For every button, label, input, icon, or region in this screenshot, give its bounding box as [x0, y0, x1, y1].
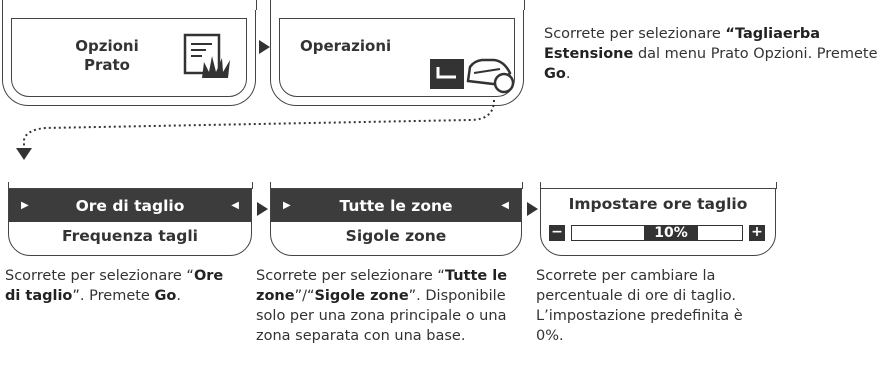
screen-opzioni-prato: Opzioni Prato	[1, 0, 257, 106]
selected-item[interactable]: ▶ Ore di taglio ◀	[9, 189, 251, 222]
percent-value: 10%	[654, 225, 688, 241]
percent-bar[interactable]: 10%	[571, 225, 743, 241]
desc-text: Scorrete per selezionare “	[5, 268, 194, 284]
selected-label: Ore di taglio	[75, 196, 185, 215]
selected-label: Tutte le zone	[339, 196, 453, 215]
other-item[interactable]: Frequenza tagli	[62, 227, 198, 245]
flow-arrow-2	[257, 202, 268, 216]
flow-arrow-3	[527, 202, 538, 216]
flow-arrow-1	[259, 40, 270, 54]
desc-text: Scorrete per selezionare “	[256, 268, 445, 284]
minus-button[interactable]: −	[549, 225, 565, 241]
desc-bold: Tutte le zone	[256, 268, 508, 304]
desc-text: ”. Disponibile solo per una zona princip…	[256, 288, 507, 344]
selected-item[interactable]: ▶ Tutte le zone ◀	[271, 189, 521, 222]
operazioni-label: Operazioni	[300, 37, 392, 55]
plus-button[interactable]: +	[749, 225, 765, 241]
menu-ore-taglio: ▶ Ore di taglio ◀ Frequenza tagli	[7, 182, 253, 256]
desc-text: dal menu Prato Opzioni. Premete	[633, 46, 878, 62]
caret-left-icon: ◀	[231, 200, 239, 211]
desc-bold: “Tagliaerba Estensione	[544, 26, 821, 62]
caret-right-icon: ▶	[283, 200, 291, 211]
desc-ore-taglio: Scorrete per selezionare “Ore di taglio”…	[5, 266, 241, 306]
desc-text: ”/“	[294, 288, 315, 304]
top-description: Scorrete per selezionare “Tagliaerba Est…	[544, 24, 880, 84]
desc-percentuale: Scorrete per cambiare la percentuale di …	[536, 266, 758, 346]
screen-operazioni: Operazioni	[269, 0, 525, 106]
dotted-connector	[16, 99, 495, 160]
desc-bold: Ore di taglio	[5, 268, 224, 304]
desc-text: ”. Premete	[72, 288, 155, 304]
menu-zone: ▶ Tutte le zone ◀ Sigole zone	[269, 182, 523, 256]
minus-icon: −	[551, 224, 563, 240]
desc-bold: Sigole zone	[314, 288, 409, 304]
screen-inner: Opzioni Prato	[11, 18, 247, 97]
impostare-title: Impostare ore taglio	[568, 195, 748, 213]
desc-text: .	[565, 66, 571, 82]
prato-label: Prato	[84, 56, 130, 74]
menu-impostare-ore: Impostare ore taglio − 10% +	[539, 182, 777, 256]
lawn-icon	[183, 33, 230, 78]
other-item[interactable]: Sigole zone	[345, 227, 447, 245]
desc-text: Scorrete per cambiare la percentuale di …	[536, 268, 743, 344]
desc-bold: Go	[154, 288, 177, 304]
screen-inner: Operazioni	[279, 18, 515, 97]
menu-label-opzioni-prato: Opzioni Prato	[52, 37, 162, 75]
mower-icon	[430, 58, 515, 94]
desc-zone: Scorrete per selezionare “Tutte le zone”…	[256, 266, 532, 346]
caret-left-icon: ◀	[501, 200, 509, 211]
percent-fill	[644, 226, 698, 240]
plus-icon: +	[751, 224, 763, 240]
desc-text: .	[176, 288, 181, 304]
opzioni-label: Opzioni	[75, 37, 139, 55]
desc-bold: Go	[544, 66, 566, 82]
caret-right-icon: ▶	[21, 200, 29, 211]
desc-text: Scorrete per selezionare	[544, 26, 726, 42]
